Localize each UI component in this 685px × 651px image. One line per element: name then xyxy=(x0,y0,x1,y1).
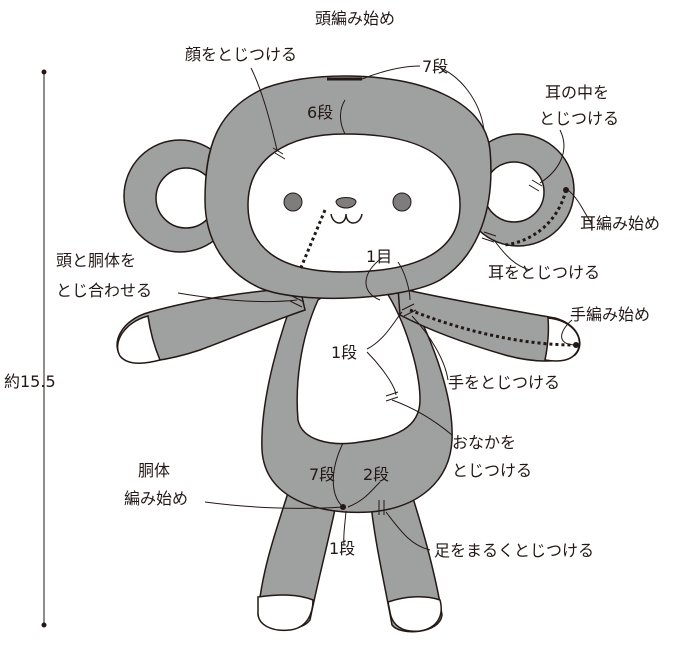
left-eye xyxy=(283,192,303,212)
right-eye xyxy=(392,192,412,212)
label-row1-body: 1段 xyxy=(329,539,355,558)
label-body-start-1: 胴体 xyxy=(138,461,170,480)
height-dimension xyxy=(41,69,47,628)
label-attach-ear-inner-2: とじつける xyxy=(539,109,619,128)
left-arm xyxy=(116,287,306,364)
label-row2-body: 2段 xyxy=(363,465,389,484)
right-leg xyxy=(369,481,443,633)
face-features xyxy=(283,192,412,224)
label-ear-start: 耳編み始め xyxy=(580,214,660,233)
label-hand-start: 手編み始め xyxy=(570,305,650,324)
label-row6-head: 6段 xyxy=(307,103,333,122)
ear-start-dot xyxy=(563,187,569,193)
label-row7-body: 7段 xyxy=(309,465,335,484)
head xyxy=(204,75,492,300)
left-leg xyxy=(257,479,339,632)
arm-seam-dots xyxy=(409,308,576,347)
label-join-head-body-2: とじ合わせる xyxy=(56,281,152,300)
label-row1-arm: 1段 xyxy=(331,343,357,362)
face-seam-dots xyxy=(298,209,327,271)
label-join-head-body-1: 頭と胴体を xyxy=(56,251,136,270)
ear-seam-dots xyxy=(504,189,568,247)
label-stitch-1: 1目 xyxy=(366,247,392,266)
label-attach-belly-1: おなかを xyxy=(452,433,516,452)
label-height: 約15.5 xyxy=(4,372,56,391)
label-attach-belly-2: とじつける xyxy=(452,461,532,480)
leader-lines xyxy=(177,65,593,551)
label-head-start: 頭編み始め xyxy=(315,9,395,28)
label-attach-face: 顔をとじつける xyxy=(185,45,297,64)
nose xyxy=(335,197,357,209)
label-body-start-2: 編み始め xyxy=(124,489,188,508)
diagram-labels: 頭編み始め 顔をとじつける 7段 6段 耳の中を とじつける 耳編み始め 耳をと… xyxy=(4,9,660,560)
label-attach-ear-inner-1: 耳の中を xyxy=(545,83,609,102)
label-attach-ear: 耳をとじつける xyxy=(488,263,600,282)
label-attach-hand: 手をとじつける xyxy=(448,373,560,392)
body xyxy=(261,281,453,514)
mouth xyxy=(330,213,363,224)
label-row7-head: 7段 xyxy=(422,57,448,76)
seam-ticks xyxy=(272,147,543,515)
label-attach-feet: 足をまるくとじつける xyxy=(434,541,594,560)
